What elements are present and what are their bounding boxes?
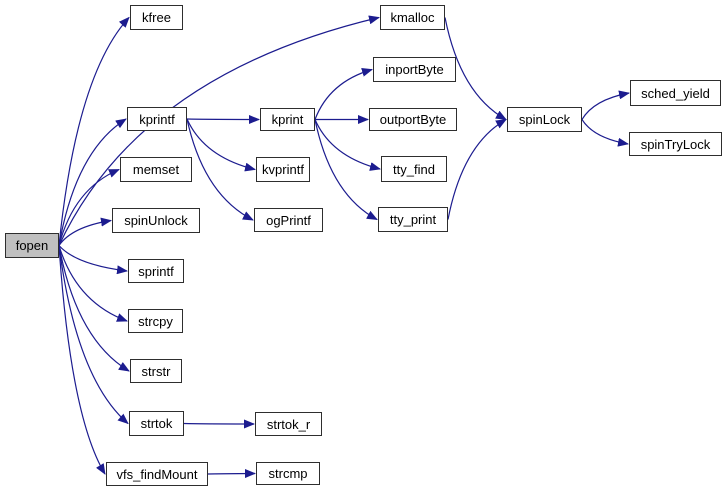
node-outportByte[interactable]: outportByte	[369, 108, 457, 131]
edge-kprint-tty_print	[314, 119, 378, 221]
node-strcmp[interactable]: strcmp	[256, 462, 320, 485]
node-spinLock[interactable]: spinLock	[507, 107, 582, 132]
edge-fopen-strtok	[58, 245, 129, 425]
edge-fopen-kfree	[58, 16, 130, 246]
node-strcpy[interactable]: strcpy	[128, 309, 183, 333]
edge-kprint-inportByte	[314, 67, 373, 120]
node-strstr[interactable]: strstr	[130, 359, 182, 383]
edge-fopen-vfs_findMount	[58, 245, 106, 475]
edge-spinLock-spinTryLock	[581, 119, 629, 147]
node-ogPrintf[interactable]: ogPrintf	[254, 208, 323, 232]
edge-group	[58, 15, 630, 479]
edge-fopen-sprintf	[58, 245, 128, 275]
node-kprint[interactable]: kprint	[260, 108, 315, 131]
node-inportByte[interactable]: inportByte	[373, 57, 456, 82]
edge-fopen-memset	[58, 168, 120, 246]
node-memset[interactable]: memset	[120, 157, 192, 182]
node-kvprintf[interactable]: kvprintf	[256, 157, 310, 182]
edge-vfs_findMount-strcmp	[207, 469, 256, 479]
edge-strtok-strtok_r	[183, 419, 255, 429]
node-fopen[interactable]: fopen	[5, 233, 59, 258]
edge-kprintf-kprint	[186, 114, 260, 124]
node-tty_find[interactable]: tty_find	[381, 156, 447, 182]
node-spinTryLock[interactable]: spinTryLock	[629, 132, 722, 156]
edge-spinLock-sched_yield	[581, 90, 630, 120]
node-sched_yield[interactable]: sched_yield	[630, 80, 721, 106]
node-tty_print[interactable]: tty_print	[378, 207, 448, 232]
node-vfs_findMount[interactable]: vfs_findMount	[106, 462, 208, 486]
node-kmalloc[interactable]: kmalloc	[380, 5, 445, 30]
edge-kprint-tty_find	[314, 119, 381, 171]
node-sprintf[interactable]: sprintf	[128, 259, 184, 283]
edge-fopen-spinUnlock	[58, 217, 112, 246]
edge-fopen-strcpy	[58, 245, 128, 322]
edge-tty_print-spinLock	[447, 118, 507, 220]
node-strtok[interactable]: strtok	[129, 411, 184, 436]
node-spinUnlock[interactable]: spinUnlock	[112, 208, 200, 233]
edge-fopen-strstr	[58, 245, 130, 372]
edge-fopen-kprintf	[58, 118, 127, 246]
edge-fopen-kmalloc	[58, 15, 380, 246]
node-strtok_r[interactable]: strtok_r	[255, 412, 322, 436]
edge-kmalloc-spinLock	[444, 17, 507, 121]
edge-kprintf-ogPrintf	[186, 118, 254, 221]
node-kfree[interactable]: kfree	[130, 5, 183, 30]
node-kprintf[interactable]: kprintf	[127, 107, 187, 131]
edge-kprintf-kvprintf	[186, 118, 256, 172]
